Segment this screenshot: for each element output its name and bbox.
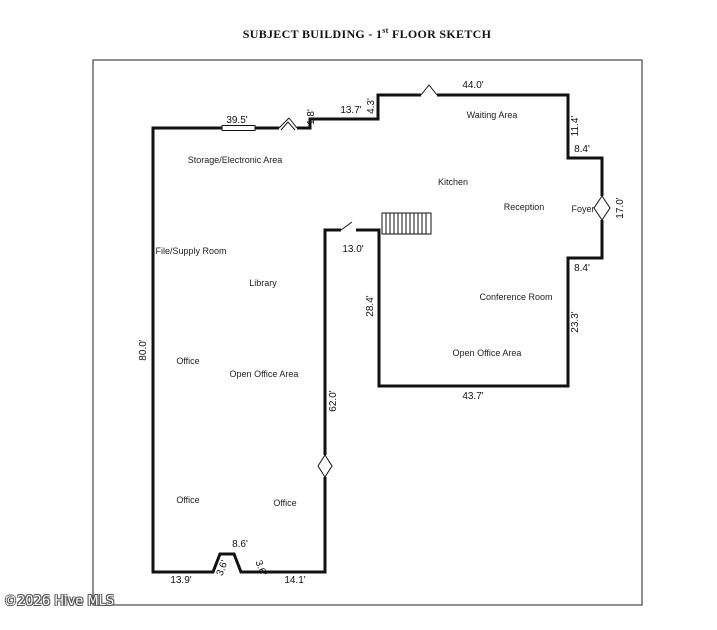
door-foyer	[593, 195, 611, 221]
dimension-foyer-side: 17.0'	[615, 197, 626, 218]
dimension-right-upper: 11.4'	[570, 116, 581, 137]
dimension-top-left: 39.5'	[226, 115, 247, 126]
dimension-right-lower: 23.3'	[570, 311, 581, 332]
room-label-office-lower-right: Office	[273, 498, 296, 508]
room-label-library: Library	[249, 278, 277, 288]
door-inner-top	[340, 221, 356, 234]
room-label-reception: Reception	[504, 202, 545, 212]
dimension-entry-top: 8.6'	[232, 539, 248, 550]
window-top-left	[221, 125, 256, 131]
sketch-title-main: SUBJECT BUILDING - 1	[242, 27, 383, 41]
room-label-file-supply: File/Supply Room	[155, 246, 226, 256]
room-label-kitchen: Kitchen	[438, 177, 468, 187]
dimension-jog-3: 4.3'	[366, 98, 377, 114]
dimension-bottom-right: 43.7'	[462, 391, 483, 402]
sketch-title-superscript: st	[382, 26, 389, 35]
door-inner-long-wall	[317, 454, 333, 478]
dimension-foyer-top: 8.4'	[574, 144, 590, 155]
dimension-inner-vertical: 28.4'	[365, 295, 376, 316]
room-label-office-lower-left: Office	[176, 495, 199, 505]
dimension-inner-long: 62.0'	[328, 390, 339, 411]
building-outline	[151, 93, 604, 574]
dimension-bottom-mid: 14.1'	[284, 575, 305, 586]
room-label-conference: Conference Room	[479, 292, 552, 302]
room-label-foyer: Foyer	[571, 204, 594, 214]
room-label-open-office-right: Open Office Area	[453, 348, 522, 358]
mls-watermark: ©2026 Hive MLS	[4, 594, 115, 609]
dimension-entry-right: 3.6'	[252, 559, 268, 578]
dimension-inner-top: 13.0'	[342, 244, 363, 255]
door-top-right	[420, 84, 438, 99]
room-label-waiting: Waiting Area	[467, 110, 518, 120]
dimension-jog-1: 1.8'	[306, 109, 317, 125]
room-label-office: Office	[176, 356, 199, 366]
sketch-title-rest: FLOOR SKETCH	[388, 27, 492, 41]
sketch-frame	[92, 59, 643, 606]
stairs	[381, 212, 432, 235]
dimension-entry-left: 3.6'	[215, 559, 231, 578]
dimension-top-right: 44.0'	[462, 80, 483, 91]
door-top-left	[278, 117, 298, 132]
room-label-storage: Storage/Electronic Area	[188, 155, 283, 165]
sketch-title: SUBJECT BUILDING - 1st FLOOR SKETCH	[0, 26, 717, 42]
dimension-bottom-left: 13.9'	[170, 575, 191, 586]
dimension-foyer-bottom: 8.4'	[574, 263, 590, 274]
room-label-open-office: Open Office Area	[230, 369, 299, 379]
dimension-jog-2: 13.7'	[340, 105, 361, 116]
dimension-left-side: 80.0'	[138, 339, 149, 360]
